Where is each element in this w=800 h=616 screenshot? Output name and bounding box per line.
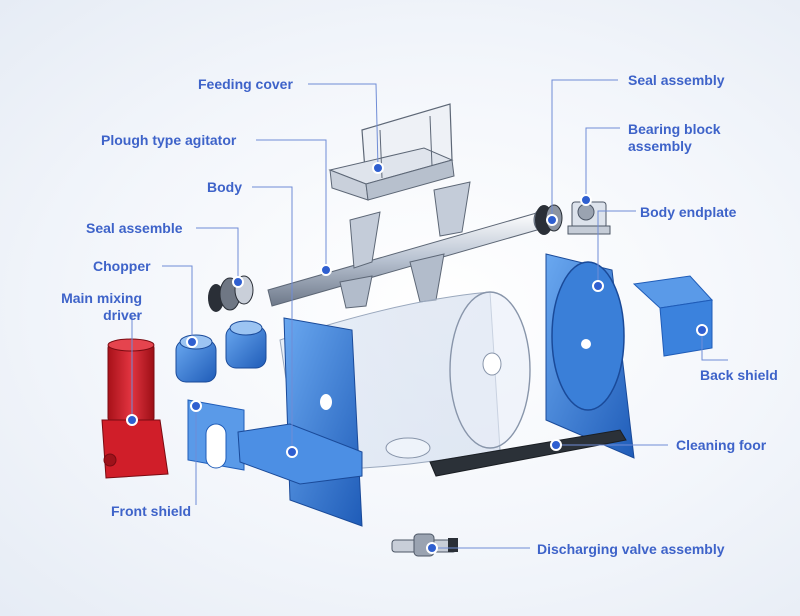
label-main-mixing-driver: Main mixing driver [61, 290, 142, 323]
leader-body [252, 186, 293, 452]
leader-main-driver [131, 315, 140, 420]
leader-back-shield [701, 330, 728, 361]
marker-body [286, 446, 298, 458]
label-cleaning-foor: Cleaning foor [676, 437, 767, 453]
label-chopper: Chopper [93, 258, 151, 274]
marker-feeding-cover [372, 162, 384, 174]
leader-feeding-cover [308, 83, 379, 169]
body-frame-part [237, 317, 363, 527]
marker-main-driver [126, 414, 138, 426]
bearing-block-part [567, 201, 611, 235]
label-back-shield: Back shield [700, 367, 778, 383]
label-discharging-valve-assembly: Discharging valve assembly [537, 541, 725, 557]
chopper-part [175, 320, 267, 383]
seal-assemble-part [208, 275, 254, 312]
leader-chopper [162, 265, 193, 340]
label-plough-type-agitator: Plough type agitator [101, 132, 237, 148]
label-bearing-block-assembly: Bearing block assembly [628, 121, 721, 154]
front-shield-part [187, 399, 245, 471]
marker-discharging-valve [426, 542, 438, 554]
label-seal-assemble: Seal assemble [86, 220, 183, 236]
discharging-valve-part [391, 533, 458, 557]
marker-front-shield [190, 400, 202, 412]
plough-agitator-part [267, 181, 547, 309]
label-body: Body [207, 179, 242, 195]
marker-bearing-block [580, 194, 592, 206]
leader-bearing-block [585, 127, 620, 200]
label-body-endplate: Body endplate [640, 204, 737, 220]
label-feeding-cover: Feeding cover [198, 76, 293, 92]
label-seal-assembly: Seal assembly [628, 72, 725, 88]
marker-back-shield [696, 324, 708, 336]
label-front-shield: Front shield [111, 503, 192, 519]
leader-seal-assemble [196, 227, 239, 280]
marker-seal-assemble [232, 276, 244, 288]
marker-dots [126, 162, 708, 554]
leader-plough-agitator [256, 139, 327, 270]
main-mixing-driver-part [101, 338, 169, 479]
back-shield-part [632, 275, 714, 357]
marker-cleaning-floor [550, 439, 562, 451]
marker-chopper [186, 336, 198, 348]
marker-body-endplate [592, 280, 604, 292]
body-endplate-part [545, 253, 635, 459]
leader-body-endplate [597, 210, 636, 286]
marker-plough-agitator [320, 264, 332, 276]
feeding-cover-part [328, 103, 455, 201]
leader-lines [131, 79, 728, 549]
marker-seal-assembly [546, 214, 558, 226]
leader-seal-assembly [551, 79, 618, 220]
